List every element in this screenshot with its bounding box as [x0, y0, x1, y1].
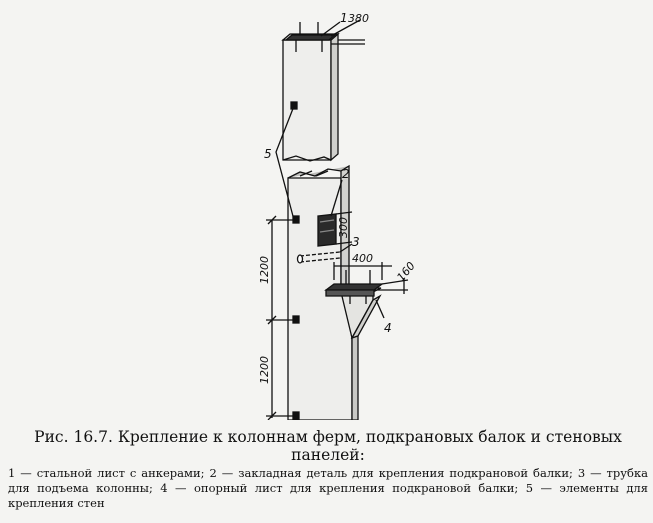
legend-item-5: 5 — элементы для крепления стен [8, 481, 648, 510]
legend-item-4: 4 — опорный лист для крепления подкранов… [160, 481, 519, 495]
legend-item-2: 2 — закладная деталь для крепления подкр… [209, 466, 573, 480]
embedded-plate [317, 213, 337, 247]
legend-item-3: 3 — трубка для подъема колонны; [8, 466, 649, 495]
callout-3: 3 [352, 235, 360, 249]
callout-2: 2 [342, 167, 350, 181]
callout-4: 4 [384, 321, 392, 335]
upper-column-segment [281, 22, 340, 162]
dim-1200-upper: 1200 [258, 256, 271, 284]
legend-item-1: 1 — стальной лист с анкерами; [8, 466, 205, 480]
callout-1: 1 [340, 11, 348, 25]
dim-400: 400 [352, 252, 373, 265]
lifting-tube [296, 251, 341, 264]
dim-300: 300 [337, 217, 350, 238]
leader-5 [275, 105, 295, 221]
figure-legend: 1 — стальной лист с анкерами; 2 — заклад… [8, 466, 648, 511]
dim-380: 380 [348, 12, 369, 25]
dim-160: 160 [394, 259, 417, 283]
figure-caption: Рис. 16.7. Крепление к колоннам ферм, по… [34, 428, 622, 464]
column-diagram: 1 2 3 4 5 380 300 400 160 1200 1200 [258, 11, 418, 420]
callout-5: 5 [264, 147, 272, 161]
steel-plate-with-anchors [284, 22, 337, 52]
dim-1200-lower: 1200 [258, 356, 271, 384]
